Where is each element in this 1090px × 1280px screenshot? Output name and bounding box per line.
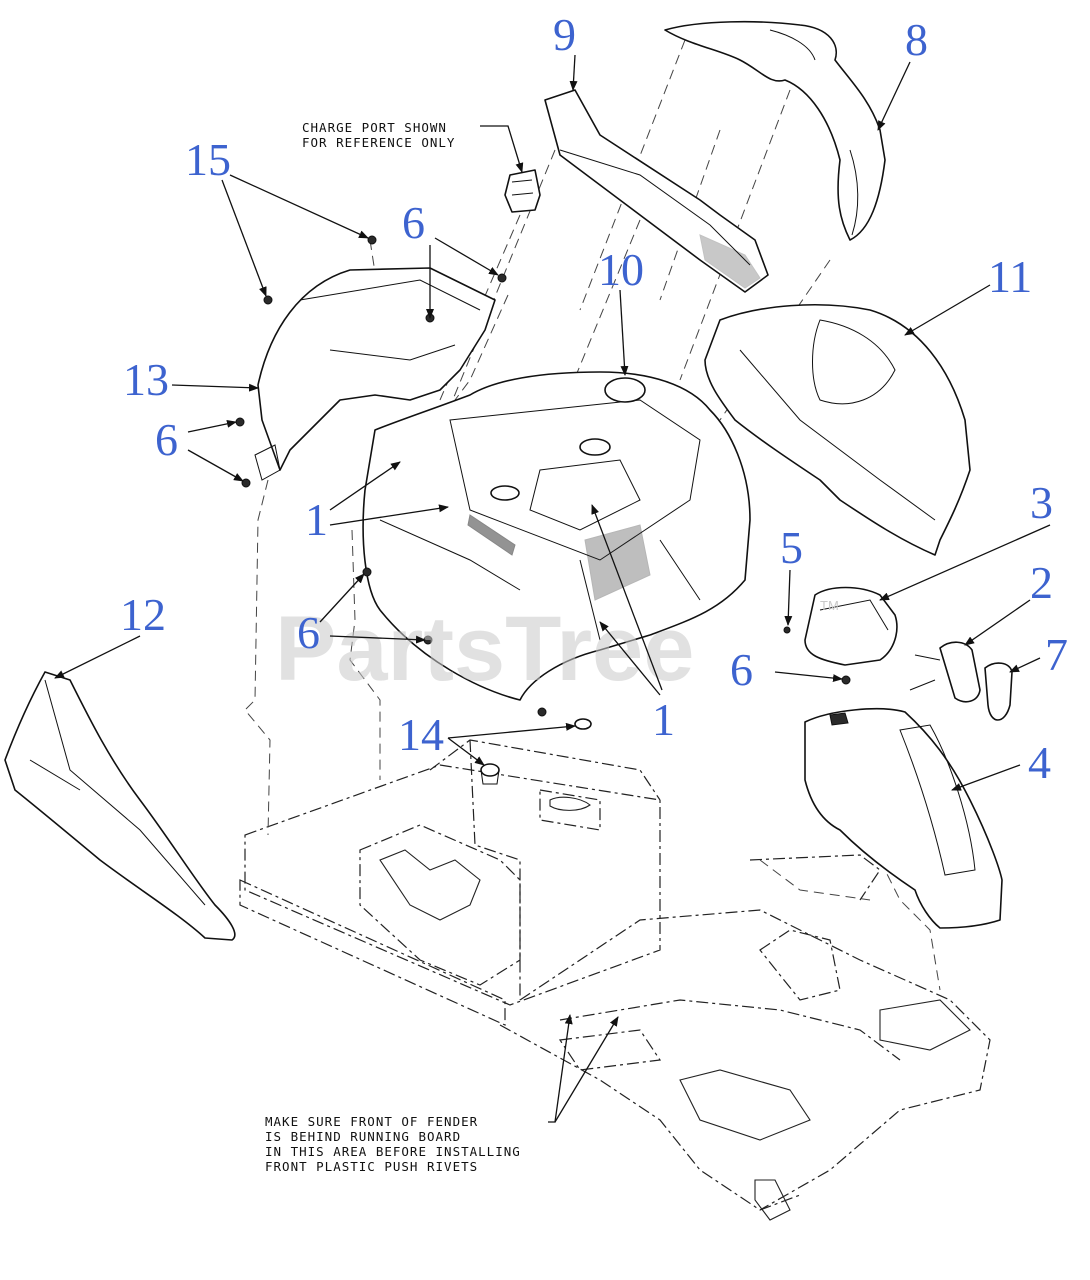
part-7-key [984,662,1013,721]
note-fender: MAKE SURE FRONT OF FENDER IS BEHIND RUNN… [265,1114,521,1174]
callout-7: 7 [1045,629,1068,680]
part-11-right-fender [704,304,971,556]
part-13-left-shroud [254,267,496,481]
callout-6-left: 6 [155,414,178,465]
callout-3: 3 [1030,477,1053,528]
callout-6-mid: 6 [297,607,320,658]
callout-4: 4 [1028,737,1051,788]
note-fender-line-1: MAKE SURE FRONT OF FENDER [265,1114,478,1129]
part-3-dash-bezel [804,586,898,666]
callout-11: 11 [988,251,1032,302]
callout-15: 15 [185,134,231,185]
callout-5: 5 [780,522,803,573]
callout-14: 14 [398,709,444,760]
watermark-tm: TM [820,598,839,613]
callout-8: 8 [905,14,928,65]
part-8-fender-arch [664,20,886,241]
leader-lines [54,54,1051,1123]
charge-port [504,169,541,213]
note-fender-line-3: IN THIS AREA BEFORE INSTALLING [265,1144,521,1159]
callout-2: 2 [1030,557,1053,608]
part-12-left-side-panel [4,671,236,941]
callout-1-right: 1 [652,694,675,745]
callout-12: 12 [120,589,166,640]
callout-1-left: 1 [305,494,328,545]
callout-13: 13 [123,354,169,405]
part-10-main-body [362,371,751,701]
callout-9: 9 [553,9,576,60]
chassis-frame [239,739,991,1221]
part-2-key-switch [909,641,981,703]
note-charge-port-line-1: CHARGE PORT SHOWN [302,120,447,135]
note-charge-port: CHARGE PORT SHOWN FOR REFERENCE ONLY [302,120,455,150]
part-9-dash-panel [544,89,769,293]
callout-6-right: 6 [730,644,753,695]
note-fender-line-4: FRONT PLASTIC PUSH RIVETS [265,1159,478,1174]
callout-10: 10 [598,244,644,295]
part-4-console [804,708,1003,929]
watermark-text: PartsTree [275,598,694,700]
watermark: PartsTree TM [275,598,839,700]
callout-numbers: 9 8 10 11 15 6 13 6 1 12 6 1 3 2 5 6 7 4… [120,9,1068,788]
callout-6-top: 6 [402,197,425,248]
note-fender-line-2: IS BEHIND RUNNING BOARD [265,1129,461,1144]
part-14-bumper [480,718,592,785]
note-charge-port-line-2: FOR REFERENCE ONLY [302,135,455,150]
